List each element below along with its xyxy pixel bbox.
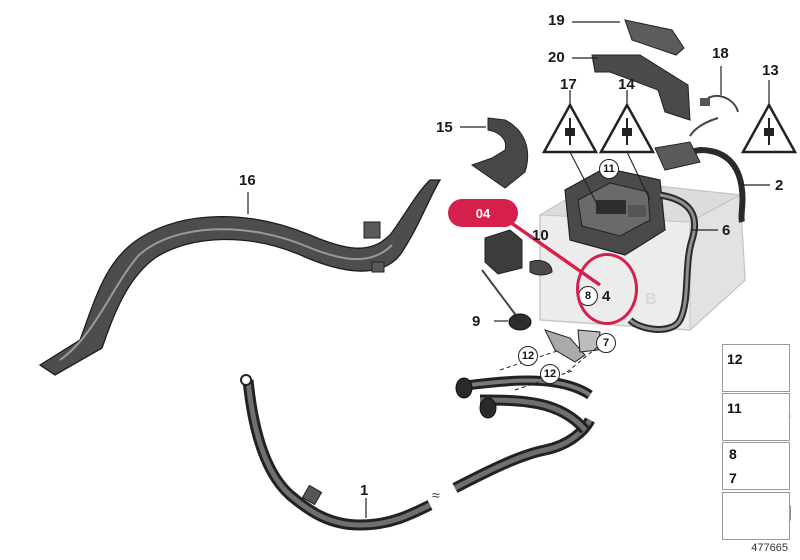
part-1: ≈ — [240, 374, 595, 531]
legend-cell-11 — [722, 393, 790, 441]
document-number: 477665 — [751, 542, 788, 554]
highlight-tag[interactable]: 04 — [448, 199, 518, 227]
callout-2: 2 — [775, 177, 784, 194]
legend-number-11: 11 — [727, 400, 742, 416]
callout-13: 13 — [762, 62, 779, 79]
legend-number-8: 8 — [729, 446, 737, 462]
svg-text:≈: ≈ — [432, 487, 440, 503]
callout-19: 19 — [548, 12, 565, 29]
circled-callout-12-lower: 12 — [540, 364, 560, 384]
cable-6 — [627, 191, 718, 333]
warning-triangle-17 — [541, 90, 599, 154]
callout-15: 15 — [436, 119, 453, 136]
legend-cell-arrow — [722, 492, 790, 540]
callout-16: 16 — [239, 172, 256, 189]
circled-callout-12-upper: 12 — [518, 346, 538, 366]
highlight-ring[interactable] — [576, 253, 638, 325]
circled-callout-11: 11 — [599, 159, 619, 179]
warning-triangle-14 — [598, 90, 656, 154]
part-10 — [484, 229, 553, 276]
circled-callout-7: 7 — [596, 333, 616, 353]
cable-2 — [654, 141, 770, 223]
legend-cell-12 — [722, 344, 790, 392]
callout-9: 9 — [472, 313, 481, 330]
callout-1: 1 — [360, 482, 369, 499]
legend-number-7: 7 — [729, 470, 737, 486]
legend-number-12: 12 — [727, 351, 743, 367]
callout-18: 18 — [712, 45, 729, 62]
part-19 — [572, 19, 685, 56]
callout-17: 17 — [560, 76, 577, 93]
part-15 — [460, 117, 529, 189]
svg-text:B: B — [645, 291, 657, 308]
warning-triangle-13 — [740, 80, 798, 154]
callout-6: 6 — [722, 222, 731, 239]
part-18 — [689, 66, 739, 137]
callout-20: 20 — [548, 49, 565, 66]
part-20 — [572, 54, 691, 121]
part-16 — [38, 179, 442, 376]
terminal-clamps — [499, 329, 601, 391]
callout-14: 14 — [618, 76, 635, 93]
legend-cell-8-7 — [722, 442, 790, 490]
callout-10: 10 — [532, 227, 549, 244]
part-9 — [481, 269, 532, 331]
